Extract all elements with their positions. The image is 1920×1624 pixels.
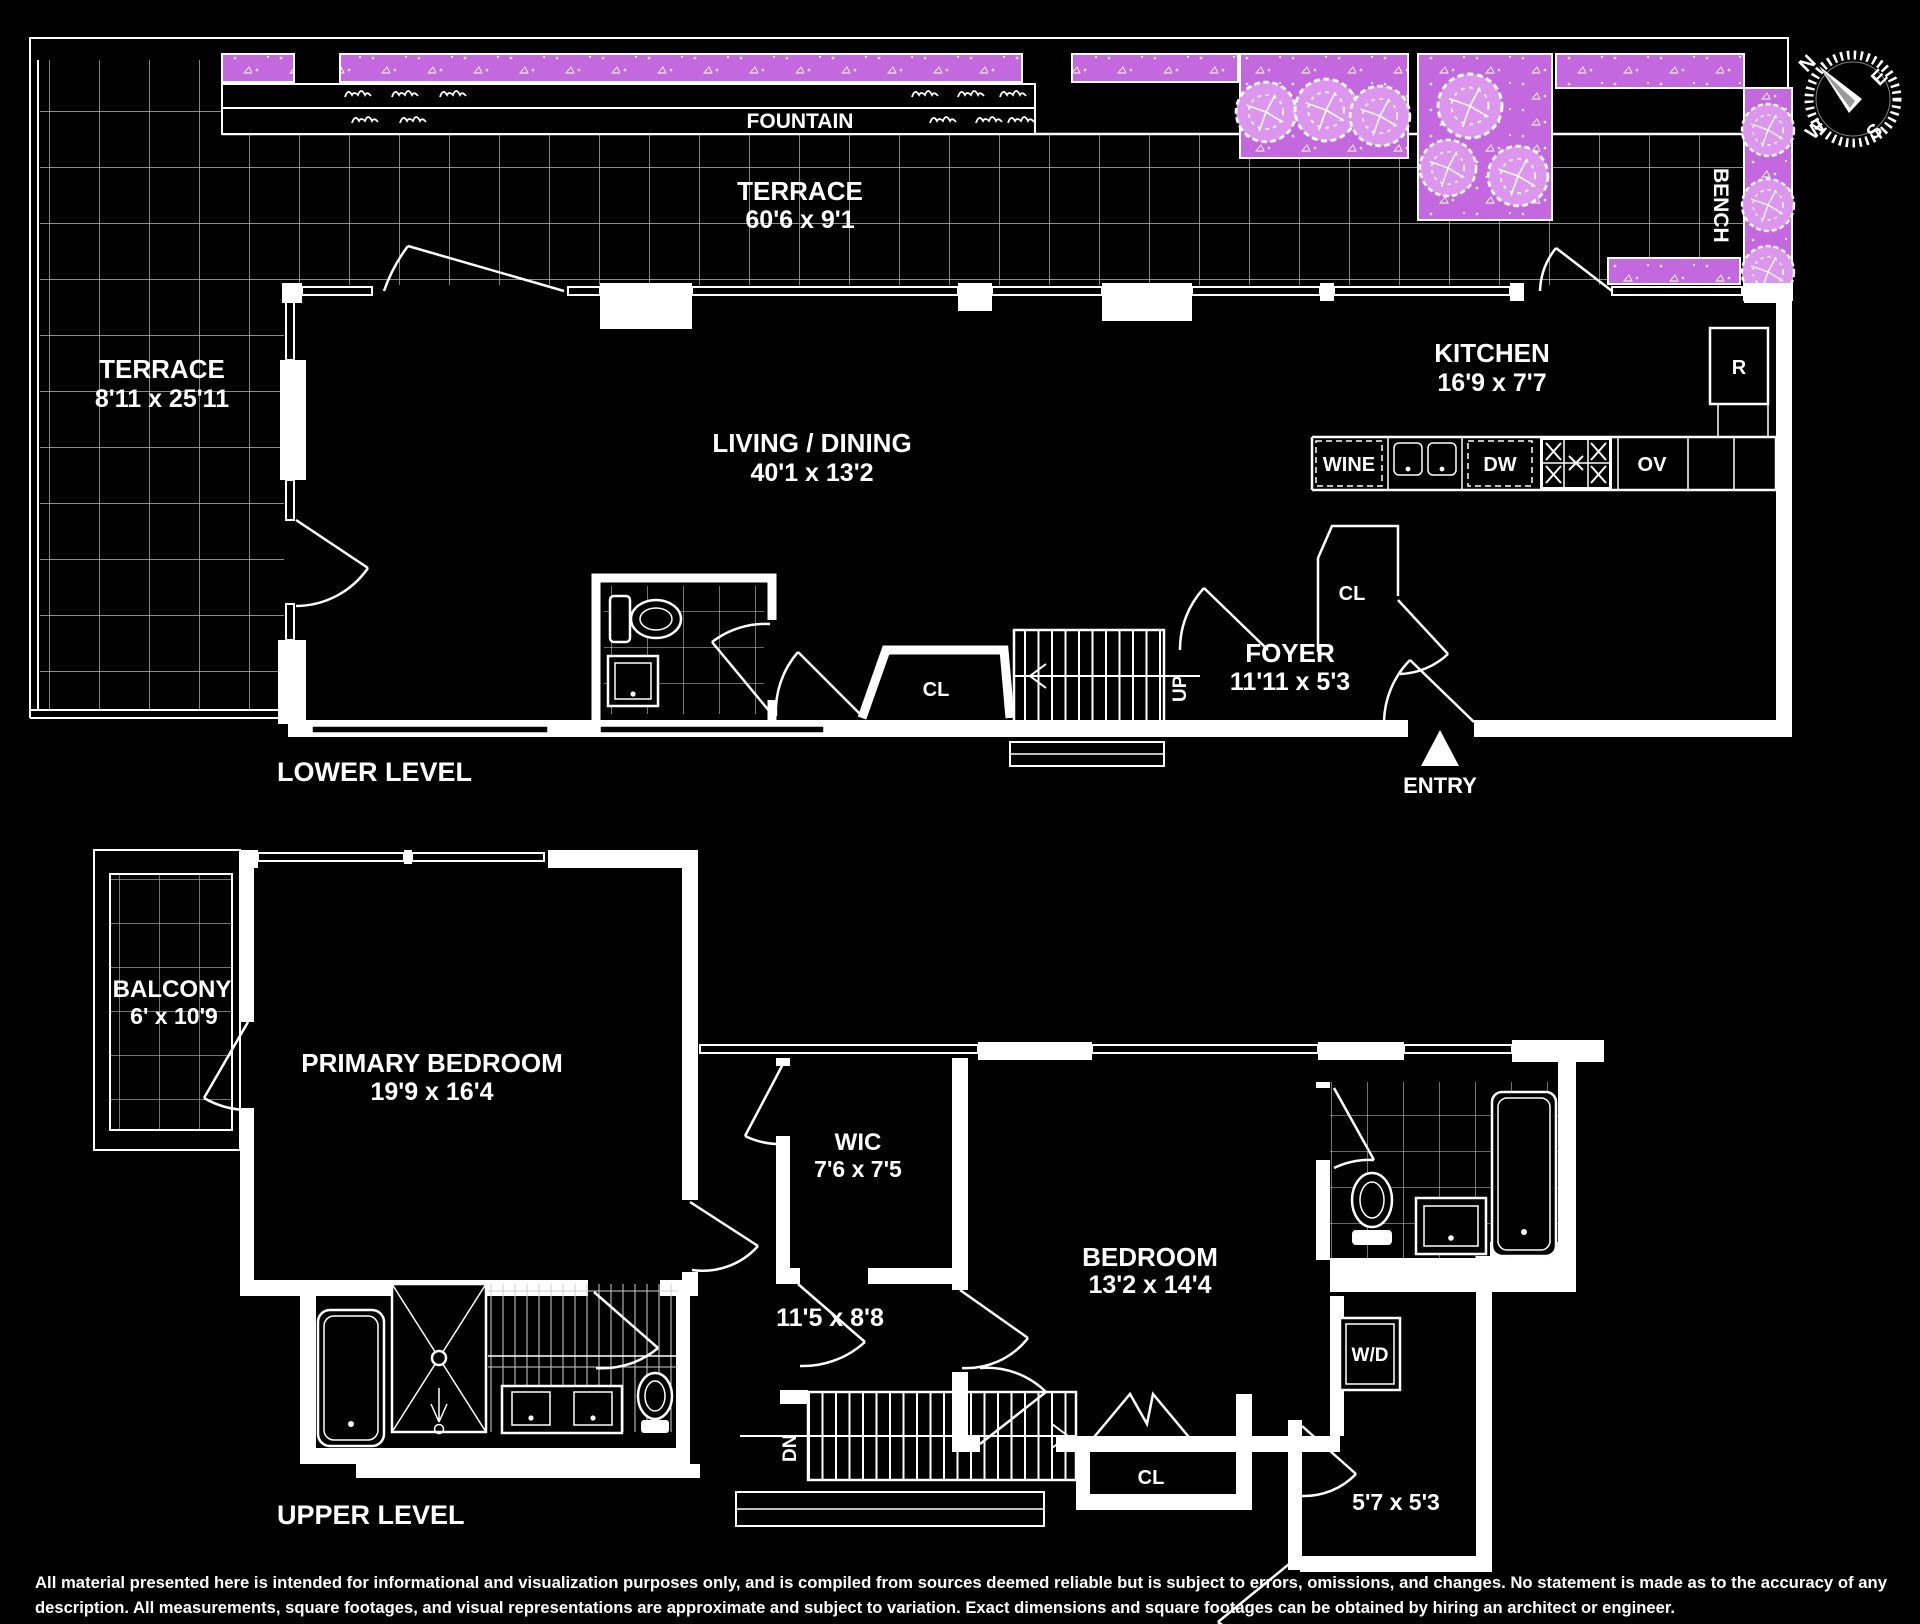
kitchen-area: [1310, 326, 1778, 652]
label-small-room-dims: 5'7 x 5'3: [1352, 1489, 1440, 1515]
kitchen-sink: [1387, 437, 1463, 490]
label-stairs-dn: DN: [780, 1435, 801, 1462]
foyer-closet-door: [1178, 587, 1269, 651]
bifold-doors: [1084, 1391, 1199, 1449]
tree-icon: [1234, 80, 1298, 144]
primary-bath-door: [593, 1291, 659, 1370]
upper-level-title: UPPER LEVEL: [277, 1500, 465, 1530]
label-ov: OV: [1638, 454, 1668, 476]
primary-bedroom-walls: [202, 850, 759, 1296]
disclaimer: All material presented here is intended …: [35, 1573, 1888, 1617]
wic-door: [743, 1063, 785, 1146]
label-terrace-side-dims: 8'11 x 25'11: [95, 385, 229, 413]
label-foyer: FOYER: [1245, 638, 1335, 668]
living-terrace-door: [295, 518, 370, 608]
balcony: [93, 849, 241, 1151]
wine-cooler: [1315, 440, 1383, 487]
lower-level-title: LOWER LEVEL: [277, 757, 472, 787]
planter-sill: [1607, 257, 1741, 285]
label-balcony-dims: 6' x 10'9: [130, 1003, 218, 1029]
entry-arrow-icon: [1421, 730, 1459, 766]
hall-wic-door: [797, 1283, 866, 1368]
label-living-dining-dims: 40'1 x 13'2: [750, 459, 873, 487]
label-terrace-side: TERRACE: [99, 354, 225, 384]
label-fountain: FOUNTAIN: [747, 110, 854, 133]
label-closet-upper: CL: [1138, 1467, 1165, 1489]
upper-closet: [1076, 1391, 1252, 1510]
planters: [221, 53, 1796, 301]
sink: [606, 654, 660, 708]
small-room-door: [1301, 1425, 1357, 1498]
bathtub: [1490, 1090, 1558, 1258]
balcony-door: [202, 1021, 250, 1112]
upper-level-plan: BALCONY 6' x 10'9 PRIMARY BEDROOM 19'9 x…: [93, 849, 1604, 1624]
label-primary-bedroom: PRIMARY BEDROOM: [301, 1048, 562, 1078]
counter-dividers: [1617, 437, 1735, 490]
upper-right-walls: [699, 1040, 1604, 1572]
hall-closet-walls: [857, 645, 1015, 720]
toilet: [1350, 1171, 1394, 1245]
planter-box-a: [1234, 53, 1412, 159]
kitchen-closet-door: [1397, 599, 1449, 676]
laundry: [1338, 1316, 1402, 1392]
primary-bathroom: [300, 1282, 700, 1478]
label-terrace-top: TERRACE: [737, 176, 863, 206]
kitchen-terrace-door: [1538, 247, 1613, 292]
label-living-dining: LIVING / DINING: [712, 428, 911, 458]
window: [301, 286, 373, 296]
label-closet-kitchen: CL: [1339, 583, 1366, 605]
stairs-down: [735, 1390, 1078, 1527]
label-kitchen: KITCHEN: [1434, 338, 1550, 368]
toilet: [608, 594, 683, 644]
powder-room: [591, 573, 777, 722]
lower-walls: [278, 283, 1792, 737]
bedroom-door: [959, 1288, 1029, 1370]
label-stairs-up: UP: [1170, 675, 1191, 702]
label-balcony: BALCONY: [113, 976, 232, 1003]
label-hall-dims: 11'5 x 8'8: [776, 1304, 884, 1332]
planter-box-b: [1417, 53, 1553, 221]
label-entry: ENTRY: [1403, 773, 1477, 798]
bathroom-2: [1330, 1082, 1558, 1258]
powder-door: [711, 622, 771, 713]
kitchen-closet-walls: [1316, 524, 1400, 652]
label-bedroom-dims: 13'2 x 14'4: [1088, 1271, 1211, 1299]
label-bench: BENCH: [1709, 168, 1732, 243]
refrigerator: [1708, 326, 1770, 437]
small-room-exit-door: [1217, 1559, 1295, 1624]
label-primary-bedroom-dims: 19'9 x 16'4: [370, 1078, 493, 1106]
label-kitchen-dims: 16'9 x 7'7: [1437, 369, 1546, 397]
label-wic-dims: 7'6 x 7'5: [814, 1156, 902, 1182]
label-wd: W/D: [1352, 1345, 1389, 1366]
terrace-door: [382, 244, 565, 293]
bathtub: [316, 1308, 386, 1448]
stairs-up: [1009, 628, 1200, 767]
label-wine: WINE: [1323, 454, 1375, 476]
label-bedroom: BEDROOM: [1082, 1242, 1218, 1272]
shower: [390, 1282, 488, 1435]
lower-level-plan: TERRACE 8'11 x 25'11 TERRACE 60'6 x 9'1 …: [29, 37, 1796, 798]
fountain: [221, 83, 1036, 135]
label-dw: DW: [1483, 454, 1516, 476]
planter-strip-top: [221, 53, 1239, 83]
label-fridge: R: [1732, 357, 1747, 379]
label-closet-hall: CL: [923, 679, 950, 701]
label-wic: WIC: [835, 1129, 882, 1156]
bedroom-hall-door: [689, 1200, 759, 1272]
vanity-sink: [1414, 1196, 1488, 1256]
pier: [600, 283, 692, 329]
label-foyer-dims: 11'11 x 5'3: [1230, 668, 1350, 696]
dishwasher: [1467, 440, 1533, 487]
planter-bench-strip: [1740, 87, 1796, 301]
toilet: [636, 1371, 674, 1433]
disclaimer-line2: description. All measurements, square fo…: [35, 1598, 1675, 1617]
lower-doors: [295, 244, 1613, 723]
double-vanity: [500, 1384, 624, 1435]
range-cooktop: [1540, 437, 1612, 490]
disclaimer-line1: All material presented here is intended …: [35, 1573, 1888, 1592]
label-terrace-top-dims: 60'6 x 9'1: [745, 206, 854, 234]
